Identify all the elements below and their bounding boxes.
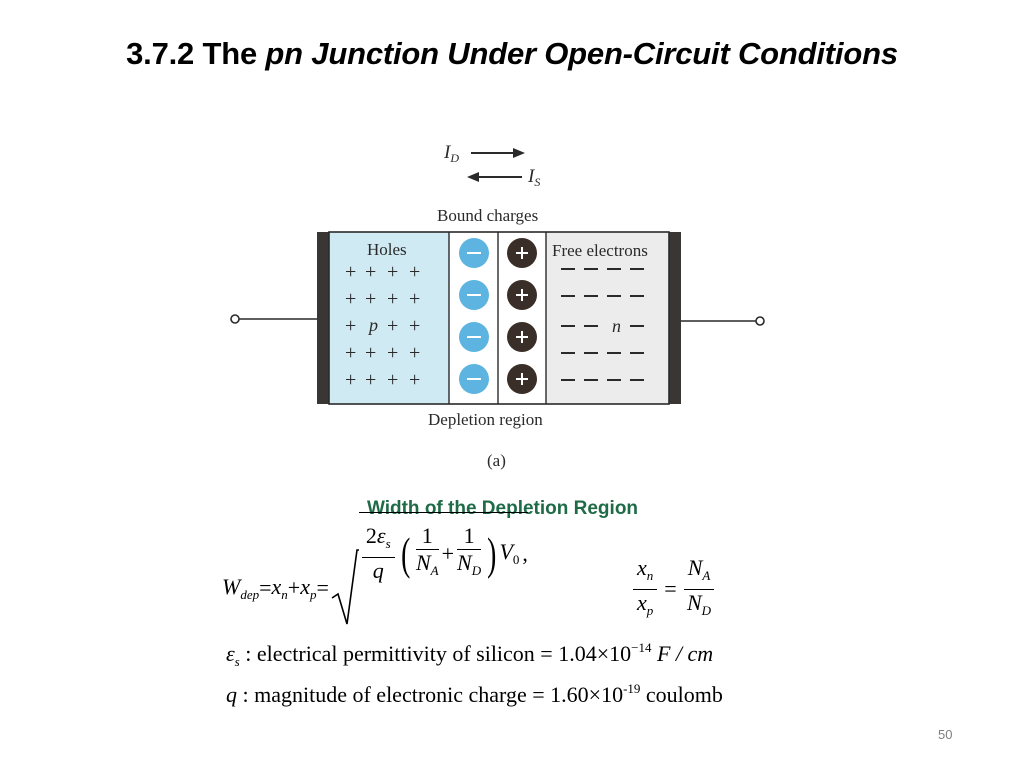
- svg-text:+: +: [409, 342, 420, 364]
- fraction-2eps-over-q: 2εs q: [361, 523, 395, 584]
- junction-outline: [328, 231, 670, 405]
- holes: + + + + + + + + + + + + + + + + + + +: [345, 261, 420, 391]
- svg-text:+: +: [345, 342, 356, 364]
- page-number: 50: [938, 727, 953, 742]
- svg-text:+: +: [387, 288, 398, 310]
- permittivity-definition: εs : electrical permittivity of silicon …: [226, 640, 714, 669]
- svg-text:+: +: [387, 261, 398, 283]
- svg-text:+: +: [365, 369, 376, 391]
- current-labels: ID IS: [443, 142, 540, 189]
- sqrt-sign: [331, 549, 359, 625]
- id-label: ID: [443, 142, 459, 165]
- positive-ion: [507, 322, 537, 352]
- p-label: p: [367, 315, 378, 335]
- title-prefix: 3.7.2 The: [126, 36, 266, 71]
- svg-text:+: +: [409, 288, 420, 310]
- depletion-width-equation: Wdep = xn + xp = 2εs q ( 1 NA + 1 ND ): [222, 511, 528, 628]
- svg-text:+: +: [345, 288, 356, 310]
- negative-ion: [459, 322, 489, 352]
- positive-ion: [507, 280, 537, 310]
- positive-ion: [507, 238, 537, 268]
- free-electrons: [561, 268, 644, 381]
- positive-ions: [507, 238, 537, 394]
- svg-text:+: +: [409, 261, 420, 283]
- svg-text:+: +: [409, 315, 420, 337]
- right-end-plate: [669, 232, 681, 404]
- svg-text:+: +: [365, 342, 376, 364]
- is-label: IS: [527, 166, 540, 189]
- fraction-1-over-na: 1 NA: [415, 523, 439, 578]
- charge-definition: q : magnitude of electronic charge = 1.6…: [226, 681, 723, 707]
- negative-ion: [459, 238, 489, 268]
- is-arrow: [467, 172, 522, 182]
- fraction-na-over-nd: NA ND: [683, 555, 715, 624]
- n-label: n: [612, 316, 621, 336]
- fraction-xn-over-xp: xn xp: [633, 555, 658, 624]
- svg-text:+: +: [387, 342, 398, 364]
- svg-text:+: +: [387, 369, 398, 391]
- fraction-1-over-nd: 1 ND: [457, 523, 482, 578]
- depletion-region-label: Depletion region: [428, 410, 543, 429]
- svg-text:+: +: [409, 369, 420, 391]
- svg-text:+: +: [365, 261, 376, 283]
- negative-ions: [459, 238, 489, 394]
- right-terminal: [681, 316, 765, 326]
- n-region: [546, 232, 669, 404]
- svg-text:+: +: [345, 369, 356, 391]
- title-italic: pn Junction Under Open-Circuit Condition…: [265, 36, 898, 71]
- svg-text:+: +: [345, 261, 356, 283]
- svg-text:+: +: [365, 288, 376, 310]
- svg-text:+: +: [387, 315, 398, 337]
- p-region: [329, 232, 449, 404]
- bound-charges-label: Bound charges: [437, 206, 538, 225]
- svg-text:+: +: [345, 315, 356, 337]
- slide-title: 3.7.2 The pn Junction Under Open-Circuit…: [0, 36, 1024, 72]
- negative-ion: [459, 364, 489, 394]
- id-arrow: [471, 148, 525, 158]
- ratio-equation: xn xp = NA ND: [630, 555, 717, 624]
- negative-ion: [459, 280, 489, 310]
- figure-caption: (a): [487, 451, 506, 470]
- section-subtitle: Width of the Depletion Region: [366, 498, 639, 519]
- holes-label: Holes: [367, 240, 407, 259]
- positive-ion: [507, 364, 537, 394]
- free-electrons-label: Free electrons: [552, 241, 648, 260]
- pn-junction-diagram: ID IS Bound charges Holes Free electrons…: [230, 142, 765, 470]
- left-end-plate: [317, 232, 329, 404]
- left-terminal: [230, 314, 317, 324]
